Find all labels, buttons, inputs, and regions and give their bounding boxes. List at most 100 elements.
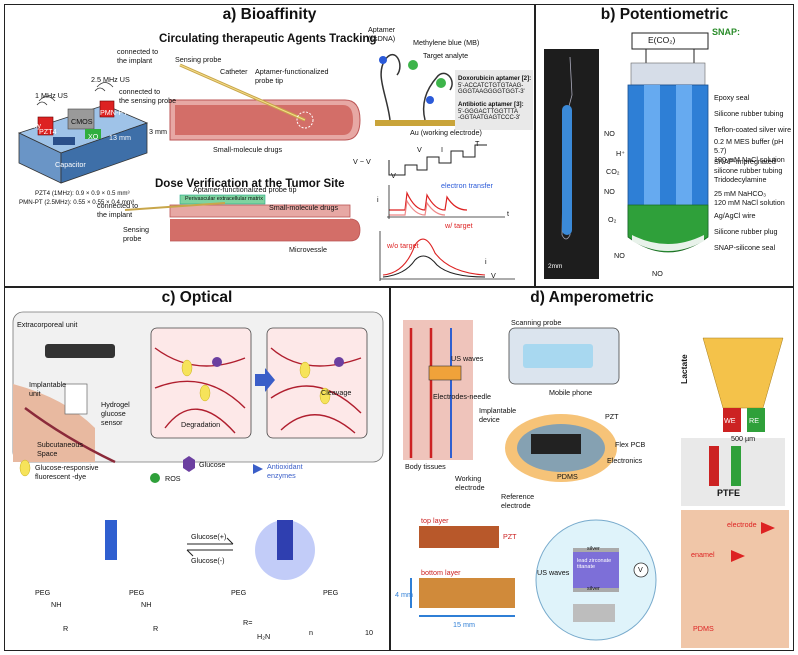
panel-optical: c) Optical Extracorporeal unit Im [4,287,390,651]
label-pdms: PDMS [557,472,578,481]
label-mes-buffer: 0.2 M MES buffer (pH 5.7) 100 mM NaCl so… [714,137,785,164]
species-h: H⁺ [616,149,625,158]
eco2-box [631,32,709,50]
label-teflon-wire: Teflon-coated silver wire [714,125,792,134]
label-r-1: R [63,624,69,633]
label-connected-sensing: connected to the sensing probe [119,87,177,105]
swv-waveform [388,144,487,176]
label-t: t [507,209,509,218]
label-cleavage: Cleavage [321,388,352,397]
label-vswv: V [491,271,496,280]
label-vstep: V [417,145,422,154]
legend-antiox: Antioxidant enzymes [267,462,303,480]
label-epoxy-seal: Epoxy seal [714,93,750,102]
snap-label: SNAP: [712,27,741,37]
label-pzt4: PZT4 [39,127,57,136]
label-nh-2: NH [141,600,152,609]
label-500um: 500 µm [731,434,756,443]
label-perivascular: Perivascular extracellular matrix [185,196,263,202]
label-electrodes-needle: Electrodes-needle [433,392,491,401]
swv-peak-plot [379,231,515,281]
label-implantable-device: Implantable device [479,406,517,424]
implant-chip [17,82,149,184]
label-15mm: 15 mm [453,620,475,629]
label-electrode: electrode [727,520,757,529]
label-v: V [638,565,643,574]
label-lead: lead zirconate titanate [577,558,612,570]
label-anti: Antibiotic aptamer [3]: [458,101,524,108]
label-scanning: Scanning probe [511,318,562,327]
label-iwe: i [377,195,379,204]
optical-diagram [12,311,384,580]
label-tridodecylamine: Tridodecylamine [714,175,767,184]
label-implantable-unit: Implantable unit [29,380,67,398]
label-pdms2: PDMS [693,624,714,633]
label-epoxy: Epoxy [21,121,41,130]
label-pzt2: PZT [503,532,517,541]
current-traces [387,185,505,219]
label-peg-2: PEG [129,588,145,597]
label-us-1mhz: 1 MHz US [35,91,68,100]
heading-tracking: Circulating therapeutic Agents Tracking [159,33,377,45]
panel-amperometric: d) Amperometric Scanning probe US waves … [390,287,794,651]
label-snap-tubing: SNAP-impregnated silicone rubber tubing [714,157,783,175]
label-bottomlayer: bottom layer [421,568,461,577]
species-no-2: NO [604,187,615,196]
label-r-eq: R= [243,618,253,627]
bottom-layer [419,578,515,608]
label-subcutaneous: Subcutaneous Space [37,440,83,458]
label-glucose-plus: Glucose(+) [191,532,227,541]
potentiometric-diagram [544,32,709,279]
amperometric-diagram [403,320,789,648]
species-no-4: NO [652,269,663,278]
label-vwe: V − V [353,157,371,166]
label-doxo-seq: 5'-ACCATCTGTGTAAG- GGGTAAGGGGTGGT-3' [458,83,525,95]
label-anti-seq: 5'-GGGACTTGGTTTA -GGTAATGAGTCCC-3' [458,109,521,121]
label-degradation: Degradation [181,420,221,429]
label-working: Working electrode [455,474,485,492]
label-enamel: enamel [691,550,715,559]
label-sensing-probe-2: Sensing probe [123,225,149,243]
label-cmos: CMOS [71,117,93,126]
label-mobile: Mobile phone [549,388,593,397]
species-co2: CO₂ [606,167,620,176]
label-vstart: V [391,171,396,180]
legend-ros: ROS [165,474,181,483]
label-4mm: 4 mm [395,590,413,599]
label-small-molecule: Small-molecule drugs [213,145,283,154]
label-re: RE [749,416,759,425]
label-flexpcb: Flex PCB [615,440,646,449]
label-pmn: PMN-PT [100,108,128,117]
label-microvessle: Microvessle [289,245,327,254]
species-o2: O₂ [608,215,617,224]
label-n-sub: n [309,628,313,637]
label-capacitor: Capacitor [55,160,86,169]
label-glucose-minus: Glucose(-) [191,556,225,565]
bioaffinity-diagram [17,53,533,281]
label-hydrogel: Hydrogel glucose sensor [101,400,130,427]
label-nahco3: 25 mM NaHCO₃ 120 mM NaCl solution [714,189,785,207]
label-peg-1: PEG [35,588,51,597]
label-r-2: R [153,624,159,633]
label-connected-implant: connected to the implant [117,47,159,65]
label-aptamer-tip-2: Aptamer-functionalized probe tip [193,185,297,194]
panel-bioaffinity: a) Bioaffinity [4,4,535,287]
label-electron: electron transfer [441,181,493,190]
label-mb: Methylene blue (MB) [413,38,480,47]
label-ibg: i [485,257,487,266]
label-target: Target analyte [423,51,469,60]
label-pzt: PZT [605,412,619,421]
scale-label: 2mm [548,263,563,270]
label-ptfe: PTFE [717,488,741,498]
label-sub10: 10 [365,628,373,637]
label-spec2: PMN-PT (2.5MHz): 0.55 × 0.55 × 0.4 mm³ [19,199,135,206]
label-reference: Reference electrode [501,492,535,510]
label-aptamer: Aptamer (ssDNA) [368,25,396,43]
vessel-top [169,63,361,141]
finger-photo [681,510,789,648]
label-doxo: Doxorubicin aptamer [2]: [458,75,532,82]
label-wtarget: w/ target [445,221,473,230]
label-snap-seal: SNAP-silicone seal [714,243,776,252]
label-extracorporeal: Extracorporeal unit [17,320,78,329]
label-xo: XO [88,132,99,141]
